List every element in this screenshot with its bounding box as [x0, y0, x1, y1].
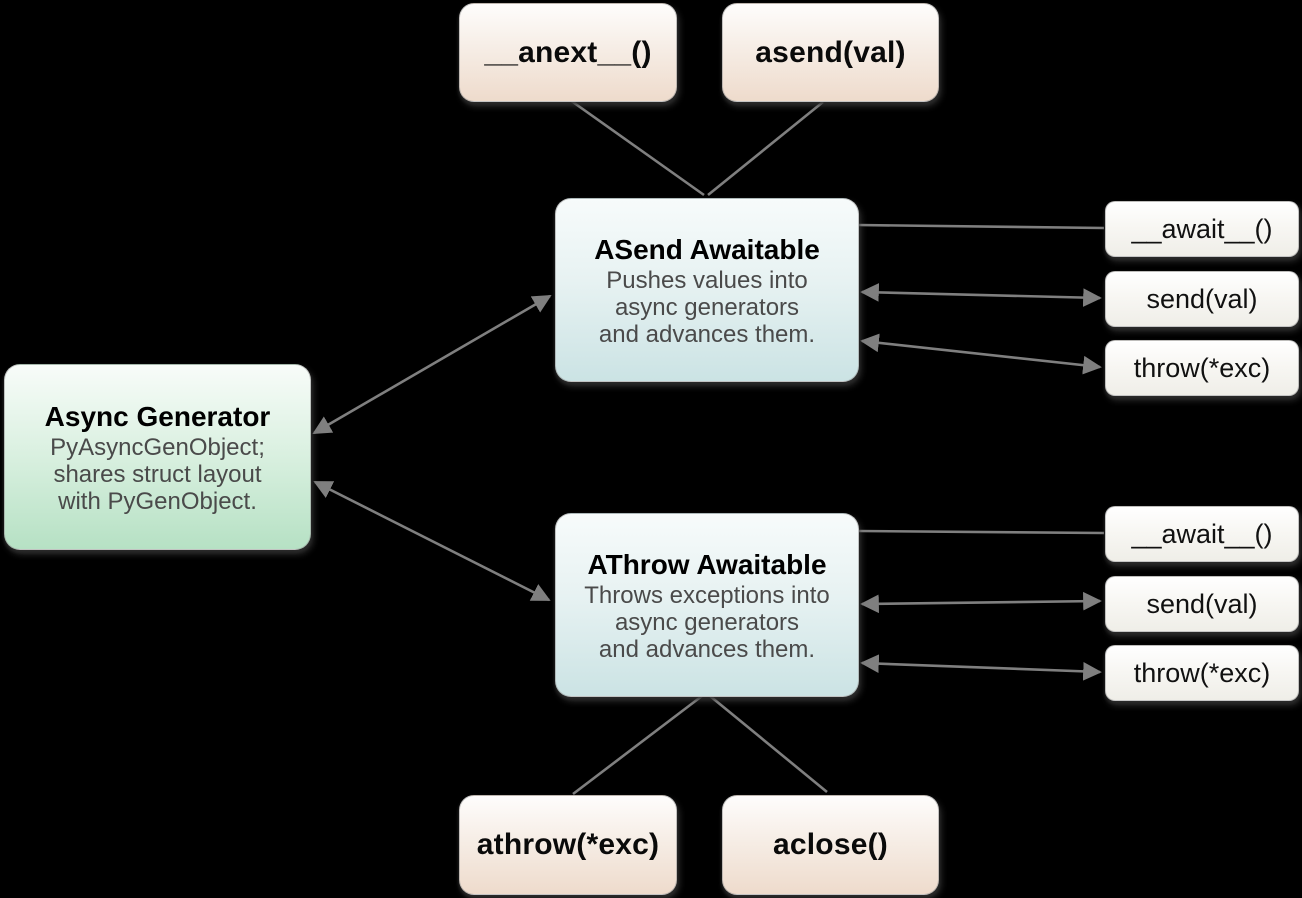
node-athrow: athrow(*exc) — [459, 795, 677, 895]
node-await-top-label: __await__() — [1131, 213, 1273, 244]
node-asend-awaitable-desc-line3: and advances them. — [598, 320, 816, 348]
node-athrow-label: athrow(*exc) — [476, 828, 660, 861]
edge-asyncgen-athrow-awaitable — [313, 480, 551, 602]
node-asend-awaitable-desc-line2: async generators — [614, 293, 800, 321]
edge-athrow-awaitable-send-bottom — [860, 591, 1102, 614]
node-asend-awaitable: ASend Awaitable Pushes values into async… — [555, 198, 859, 382]
node-send-bottom-label: send(val) — [1146, 588, 1258, 619]
node-throw-top: throw(*exc) — [1105, 340, 1299, 396]
node-asend-awaitable-title: ASend Awaitable — [594, 233, 820, 265]
node-athrow-awaitable-desc-line2: async generators — [614, 608, 800, 636]
node-asend-awaitable-desc-line1: Pushes values into — [606, 266, 808, 294]
node-anext-label: __anext__() — [484, 35, 652, 69]
node-throw-top-label: throw(*exc) — [1133, 352, 1271, 383]
edge-asend-awaitable-send-top — [860, 283, 1102, 307]
node-athrow-awaitable-desc-line1: Throws exceptions into — [584, 581, 830, 609]
node-async-generator: Async Generator PyAsyncGenObject; shares… — [4, 364, 311, 550]
node-athrow-awaitable-title: AThrow Awaitable — [587, 548, 827, 580]
node-anext: __anext__() — [459, 3, 677, 102]
node-asend: asend(val) — [722, 3, 939, 102]
node-aclose: aclose() — [722, 795, 939, 895]
node-await-top: __await__() — [1105, 201, 1299, 257]
node-async-generator-desc-line2: shares struct layout — [53, 460, 262, 488]
edge-asend-awaitable-throw-top — [860, 333, 1102, 375]
node-throw-bottom-label: throw(*exc) — [1133, 657, 1271, 688]
node-aclose-label: aclose() — [773, 828, 888, 861]
node-throw-bottom: throw(*exc) — [1105, 645, 1299, 701]
node-await-bottom: __await__() — [1105, 506, 1299, 562]
edge-athrow-awaitable-to-await-bottom — [857, 529, 1105, 535]
edge-asyncgen-asend-awaitable — [312, 294, 552, 435]
node-send-top: send(val) — [1105, 271, 1299, 327]
node-await-bottom-label: __await__() — [1131, 518, 1273, 549]
node-asend-label: asend(val) — [755, 35, 906, 69]
node-athrow-awaitable: AThrow Awaitable Throws exceptions into … — [555, 513, 859, 697]
node-athrow-awaitable-desc-line3: and advances them. — [598, 635, 816, 663]
node-async-generator-desc-line3: with PyGenObject. — [58, 487, 257, 515]
node-send-top-label: send(val) — [1146, 283, 1258, 314]
node-async-generator-title: Async Generator — [44, 400, 271, 432]
node-send-bottom: send(val) — [1105, 576, 1299, 632]
edge-asend-to-asend-awaitable — [707, 100, 824, 197]
edge-athrow-awaitable-to-aclose — [709, 694, 828, 794]
edge-anext-to-asend-awaitable — [569, 98, 705, 197]
edge-athrow-awaitable-to-athrow — [572, 694, 703, 796]
edge-asend-awaitable-to-await-top — [857, 223, 1105, 230]
edge-athrow-awaitable-throw-bottom — [860, 654, 1102, 681]
node-async-generator-desc-line1: PyAsyncGenObject; — [50, 433, 265, 461]
